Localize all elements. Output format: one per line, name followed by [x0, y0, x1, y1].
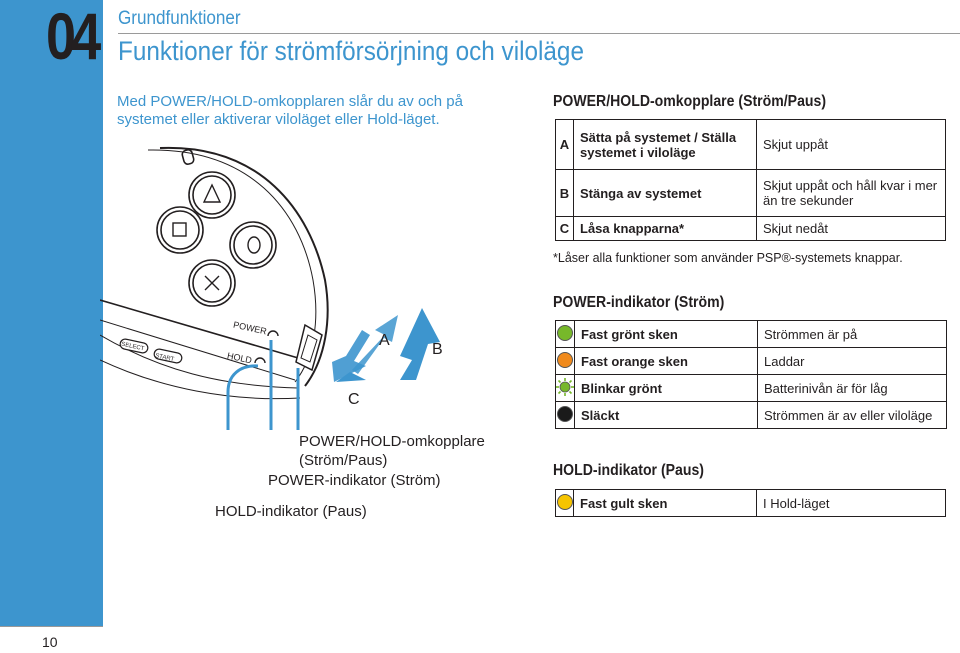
- hold-indicator-table: Fast gult sken I Hold-läget: [555, 489, 946, 517]
- row-action: Sätta på systemet / Ställa systemet i vi…: [573, 119, 757, 170]
- section-title: Grundfunktioner: [118, 8, 241, 29]
- title-divider: [118, 33, 960, 34]
- power-led-icon: [267, 330, 279, 337]
- switch-table: A Sätta på systemet / Ställa systemet i …: [555, 119, 946, 241]
- row-action: Stänga av systemet: [573, 169, 757, 217]
- chapter-number: 04: [46, 0, 101, 73]
- psp-illustration: [100, 146, 440, 430]
- row-how: Skjut uppåt: [756, 119, 946, 170]
- intro-text: Med POWER/HOLD-omkopplaren slår du av oc…: [117, 93, 463, 128]
- led-cell: [555, 489, 574, 517]
- table-row: Fast grönt sken Strömmen är på: [555, 320, 947, 348]
- arrow-label-c: C: [348, 391, 360, 408]
- row-meaning: Strömmen är av eller viloläge: [757, 401, 947, 429]
- page-footer-box: [0, 626, 103, 653]
- row-state: Blinkar grönt: [574, 374, 758, 402]
- row-action: Låsa knapparna*: [573, 216, 757, 241]
- led-cell: [555, 374, 575, 402]
- power-table-heading: POWER-indikator (Ström): [553, 294, 725, 311]
- row-key: C: [555, 216, 574, 241]
- row-state: Släckt: [574, 401, 758, 429]
- row-how: Skjut uppåt och håll kvar i mer än tre s…: [756, 169, 946, 217]
- led-cell: [555, 320, 575, 348]
- switch-table-heading: POWER/HOLD-omkopplare (Ström/Paus): [553, 93, 827, 110]
- off-led-icon: [557, 405, 573, 422]
- arrow-label-a: A: [379, 332, 390, 349]
- switch-callout-line2: (Ström/Paus): [299, 452, 388, 469]
- arrow-up-a-icon: [352, 315, 398, 374]
- table-row: C Låsa knapparna* Skjut nedåt: [555, 216, 946, 241]
- face-buttons-cluster: [156, 171, 277, 307]
- switch-callout-line1: POWER/HOLD-omkopplare: [299, 433, 485, 450]
- table-row: Fast orange sken Laddar: [555, 347, 947, 375]
- power-indicator-table: Fast grönt sken Strömmen är på Fast oran…: [555, 320, 947, 429]
- green-led-icon: [557, 324, 573, 341]
- row-key: A: [555, 119, 574, 170]
- led-cell: [555, 347, 575, 375]
- select-button-icon: [119, 338, 149, 354]
- hold-indicator-callout: HOLD-indikator (Paus): [215, 503, 367, 520]
- arrow-a-icon: [332, 330, 370, 382]
- row-meaning: I Hold-läget: [756, 489, 946, 517]
- row-state: Fast grönt sken: [574, 320, 758, 348]
- hold-table-heading: HOLD-indikator (Paus): [553, 462, 704, 479]
- start-button-icon: [153, 348, 183, 364]
- chapter-sidebar: [0, 0, 103, 626]
- page-title: Funktioner för strömförsörjning och vilo…: [118, 36, 584, 66]
- blinking-green-led-icon: [556, 377, 574, 396]
- row-key: B: [555, 169, 574, 217]
- row-state: Fast gult sken: [573, 489, 757, 517]
- orange-led-icon: [557, 351, 573, 368]
- table-row: A Sätta på systemet / Ställa systemet i …: [555, 119, 946, 170]
- table-row: Släckt Strömmen är av eller viloläge: [555, 401, 947, 429]
- footnote: *Låser alla funktioner som använder PSP®…: [553, 251, 903, 265]
- arrow-b-icon: [400, 308, 440, 380]
- arrow-c-icon: [336, 372, 366, 382]
- yellow-led-icon: [556, 493, 573, 510]
- table-row: Fast gult sken I Hold-läget: [555, 489, 946, 517]
- row-meaning: Laddar: [757, 347, 947, 375]
- hold-led-icon: [254, 357, 266, 364]
- callout-lines: [226, 340, 300, 430]
- page-number: 10: [42, 634, 58, 650]
- power-indicator-callout: POWER-indikator (Ström): [268, 472, 441, 489]
- table-row: B Stänga av systemet Skjut uppåt och hål…: [555, 169, 946, 217]
- row-state: Fast orange sken: [574, 347, 758, 375]
- row-meaning: Batterinivån är för låg: [757, 374, 947, 402]
- arrow-label-b: B: [432, 341, 443, 358]
- table-row: Blinkar grönt Batterinivån är för låg: [555, 374, 947, 402]
- led-cell: [555, 401, 575, 429]
- row-how: Skjut nedåt: [756, 216, 946, 241]
- row-meaning: Strömmen är på: [757, 320, 947, 348]
